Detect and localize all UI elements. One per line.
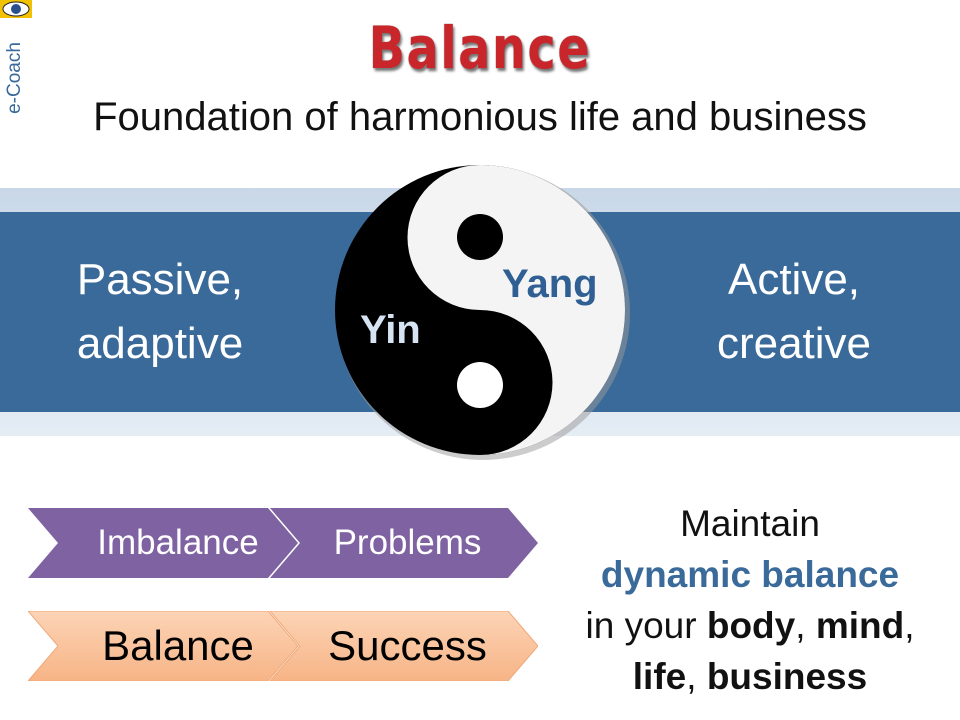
active-line1: Active, <box>727 255 861 304</box>
message: Maintain dynamic balance in your body, m… <box>560 498 940 702</box>
imbalance-chevron: Imbalance <box>97 523 259 562</box>
word-life: life <box>632 656 687 697</box>
message-in-your: in your <box>585 605 707 646</box>
yin-yang-symbol <box>330 160 630 465</box>
logo-eye-icon <box>0 0 32 18</box>
message-line3: in your body, mind, <box>560 600 940 651</box>
yin-label: Yin <box>360 308 421 352</box>
passive-label: Passive, adaptive <box>0 248 320 376</box>
imbalance-problems-chevrons: Imbalance Problems <box>28 508 538 578</box>
page-title: Balance <box>368 14 592 82</box>
word-body: body <box>706 605 796 646</box>
balance-success-chevrons: Balance Success <box>28 611 538 681</box>
word-mind: mind <box>815 605 905 646</box>
yang-label: Yang <box>502 262 598 306</box>
message-line1: Maintain <box>680 503 820 544</box>
comma: , <box>904 605 915 646</box>
active-label: Active, creative <box>634 248 954 376</box>
comma: , <box>686 656 707 697</box>
word-business: business <box>706 656 868 697</box>
success-chevron: Success <box>328 622 487 669</box>
subtitle: Foundation of harmonious life and busine… <box>93 95 867 139</box>
problems-chevron: Problems <box>333 523 482 562</box>
comma: , <box>795 605 816 646</box>
passive-line2: adaptive <box>76 319 244 368</box>
passive-line1: Passive, <box>76 255 244 304</box>
balance-chevron: Balance <box>102 622 254 669</box>
message-highlight: dynamic balance <box>600 554 900 595</box>
active-line2: creative <box>716 319 872 368</box>
message-line4: life, business <box>560 651 940 702</box>
